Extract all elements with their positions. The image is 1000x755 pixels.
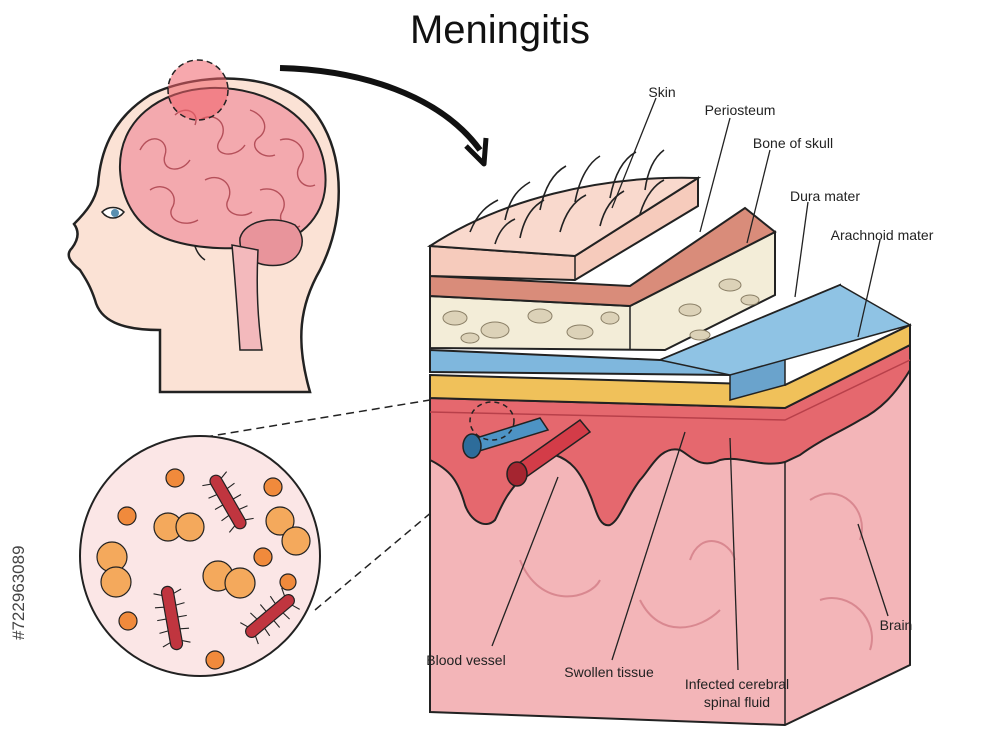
brain-stem: [231, 244, 263, 351]
arrow-head: [464, 137, 489, 167]
stock-id-text: #722963089: [9, 545, 28, 640]
coccus: [117, 506, 137, 526]
label-periosteum: Periosteum: [705, 102, 776, 118]
diplococcus: [100, 566, 132, 598]
label-arachnoid-mater: Arachnoid mater: [831, 227, 934, 243]
brain-folds: [519, 492, 873, 651]
leader-lines: [491, 97, 889, 671]
rod-bacterium: [240, 587, 300, 645]
arrow-shaft: [279, 65, 483, 152]
arrow: [279, 65, 489, 167]
rod-bacterium: [202, 471, 254, 533]
diagram-title: Meningitis: [409, 8, 591, 52]
csf-line: [429, 359, 911, 421]
label-blood-vessel: Blood vessel: [426, 652, 505, 668]
rod-bacteria: [153, 471, 300, 651]
coccus: [253, 547, 273, 567]
label-csf-line2: spinal fluid: [704, 694, 770, 710]
diplococcus: [265, 506, 295, 536]
coccus: [205, 650, 225, 670]
diplococcus: [281, 526, 311, 556]
label-csf-line1: Infected cerebral: [685, 676, 789, 692]
hair: [469, 149, 665, 245]
head-illustration: [67, 59, 340, 394]
periosteum-layer: [429, 206, 777, 308]
blood-vessels: [462, 417, 592, 487]
skin-top: [426, 176, 702, 258]
coccus: [118, 611, 138, 631]
diplococcus: [224, 567, 256, 599]
label-swollen-tissue: Swollen tissue: [564, 664, 654, 680]
label-dura-mater: Dura mater: [790, 188, 860, 204]
diplococcus: [175, 512, 205, 542]
zoom-marker: [469, 401, 515, 441]
label-brain: Brain: [880, 617, 913, 633]
coccus: [165, 468, 185, 488]
bone-pores: [442, 278, 760, 344]
label-bone-of-skull: Bone of skull: [753, 135, 833, 151]
coccus: [279, 573, 297, 591]
coccus: [263, 477, 283, 497]
labels: Skin Periosteum Bone of skull Dura mater…: [426, 84, 933, 710]
zoom-line-bottom: [314, 479, 471, 611]
tissue-cross-section: [426, 149, 912, 727]
swollen-tissue: [429, 343, 911, 527]
stock-id-watermark: #722963089: [9, 545, 28, 640]
label-skin: Skin: [648, 84, 675, 100]
rod-bacterium: [153, 585, 191, 651]
zoom-line-top: [204, 399, 431, 438]
iris: [111, 209, 119, 217]
inflammation-spot: [167, 59, 229, 121]
bacteria-magnifier: [79, 399, 471, 677]
